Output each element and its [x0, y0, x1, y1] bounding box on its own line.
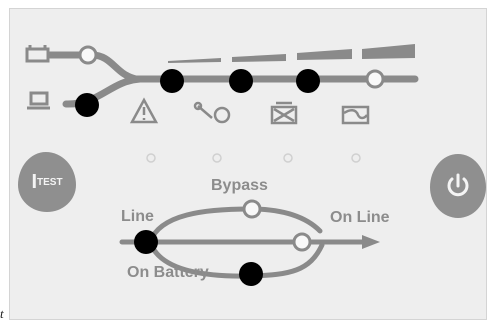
on-line-indicator-led — [292, 232, 312, 252]
overload-icon — [193, 101, 231, 124]
warning-icon — [129, 97, 159, 124]
on-battery-label: On Battery — [127, 264, 209, 281]
computer-load-icon — [27, 91, 50, 110]
load-bar-2 — [232, 54, 286, 62]
battery-indicator-led — [78, 45, 98, 65]
site-wiring-icon — [341, 105, 370, 125]
bypass-indicator-led — [242, 199, 262, 219]
overload-led — [212, 153, 222, 163]
output-indicator-led — [365, 69, 385, 89]
load-bar-1-indicator-dot — [160, 69, 184, 93]
power-icon — [447, 173, 469, 197]
on-line-arrow — [362, 235, 380, 249]
on-battery-indicator-dot — [239, 262, 263, 286]
warning-led — [146, 153, 156, 163]
load-bar-2-indicator-dot — [229, 69, 253, 93]
corner-mark: t — [0, 306, 4, 321]
load-level-bars — [168, 44, 415, 63]
status-diagram: Bypass Line On Line On Battery — [25, 44, 419, 286]
battery-fault-led — [283, 153, 293, 163]
battery-fault-icon — [270, 101, 298, 125]
load-bar-3-indicator-dot — [296, 69, 320, 93]
load-bar-4 — [362, 44, 415, 59]
site-wiring-led — [351, 153, 361, 163]
bypass-label: Bypass — [211, 177, 268, 194]
line-label: Line — [121, 208, 154, 225]
power-button[interactable] — [430, 154, 486, 218]
test-button-sub-label: TEST — [37, 176, 63, 188]
load-indicator-dot — [75, 93, 99, 117]
on-line-label: On Line — [330, 209, 390, 226]
test-button-main-label: I — [31, 171, 37, 193]
line-indicator-dot — [134, 230, 158, 254]
load-bar-1 — [168, 58, 221, 63]
load-bar-3 — [297, 49, 352, 60]
battery-source-icon — [25, 45, 50, 63]
